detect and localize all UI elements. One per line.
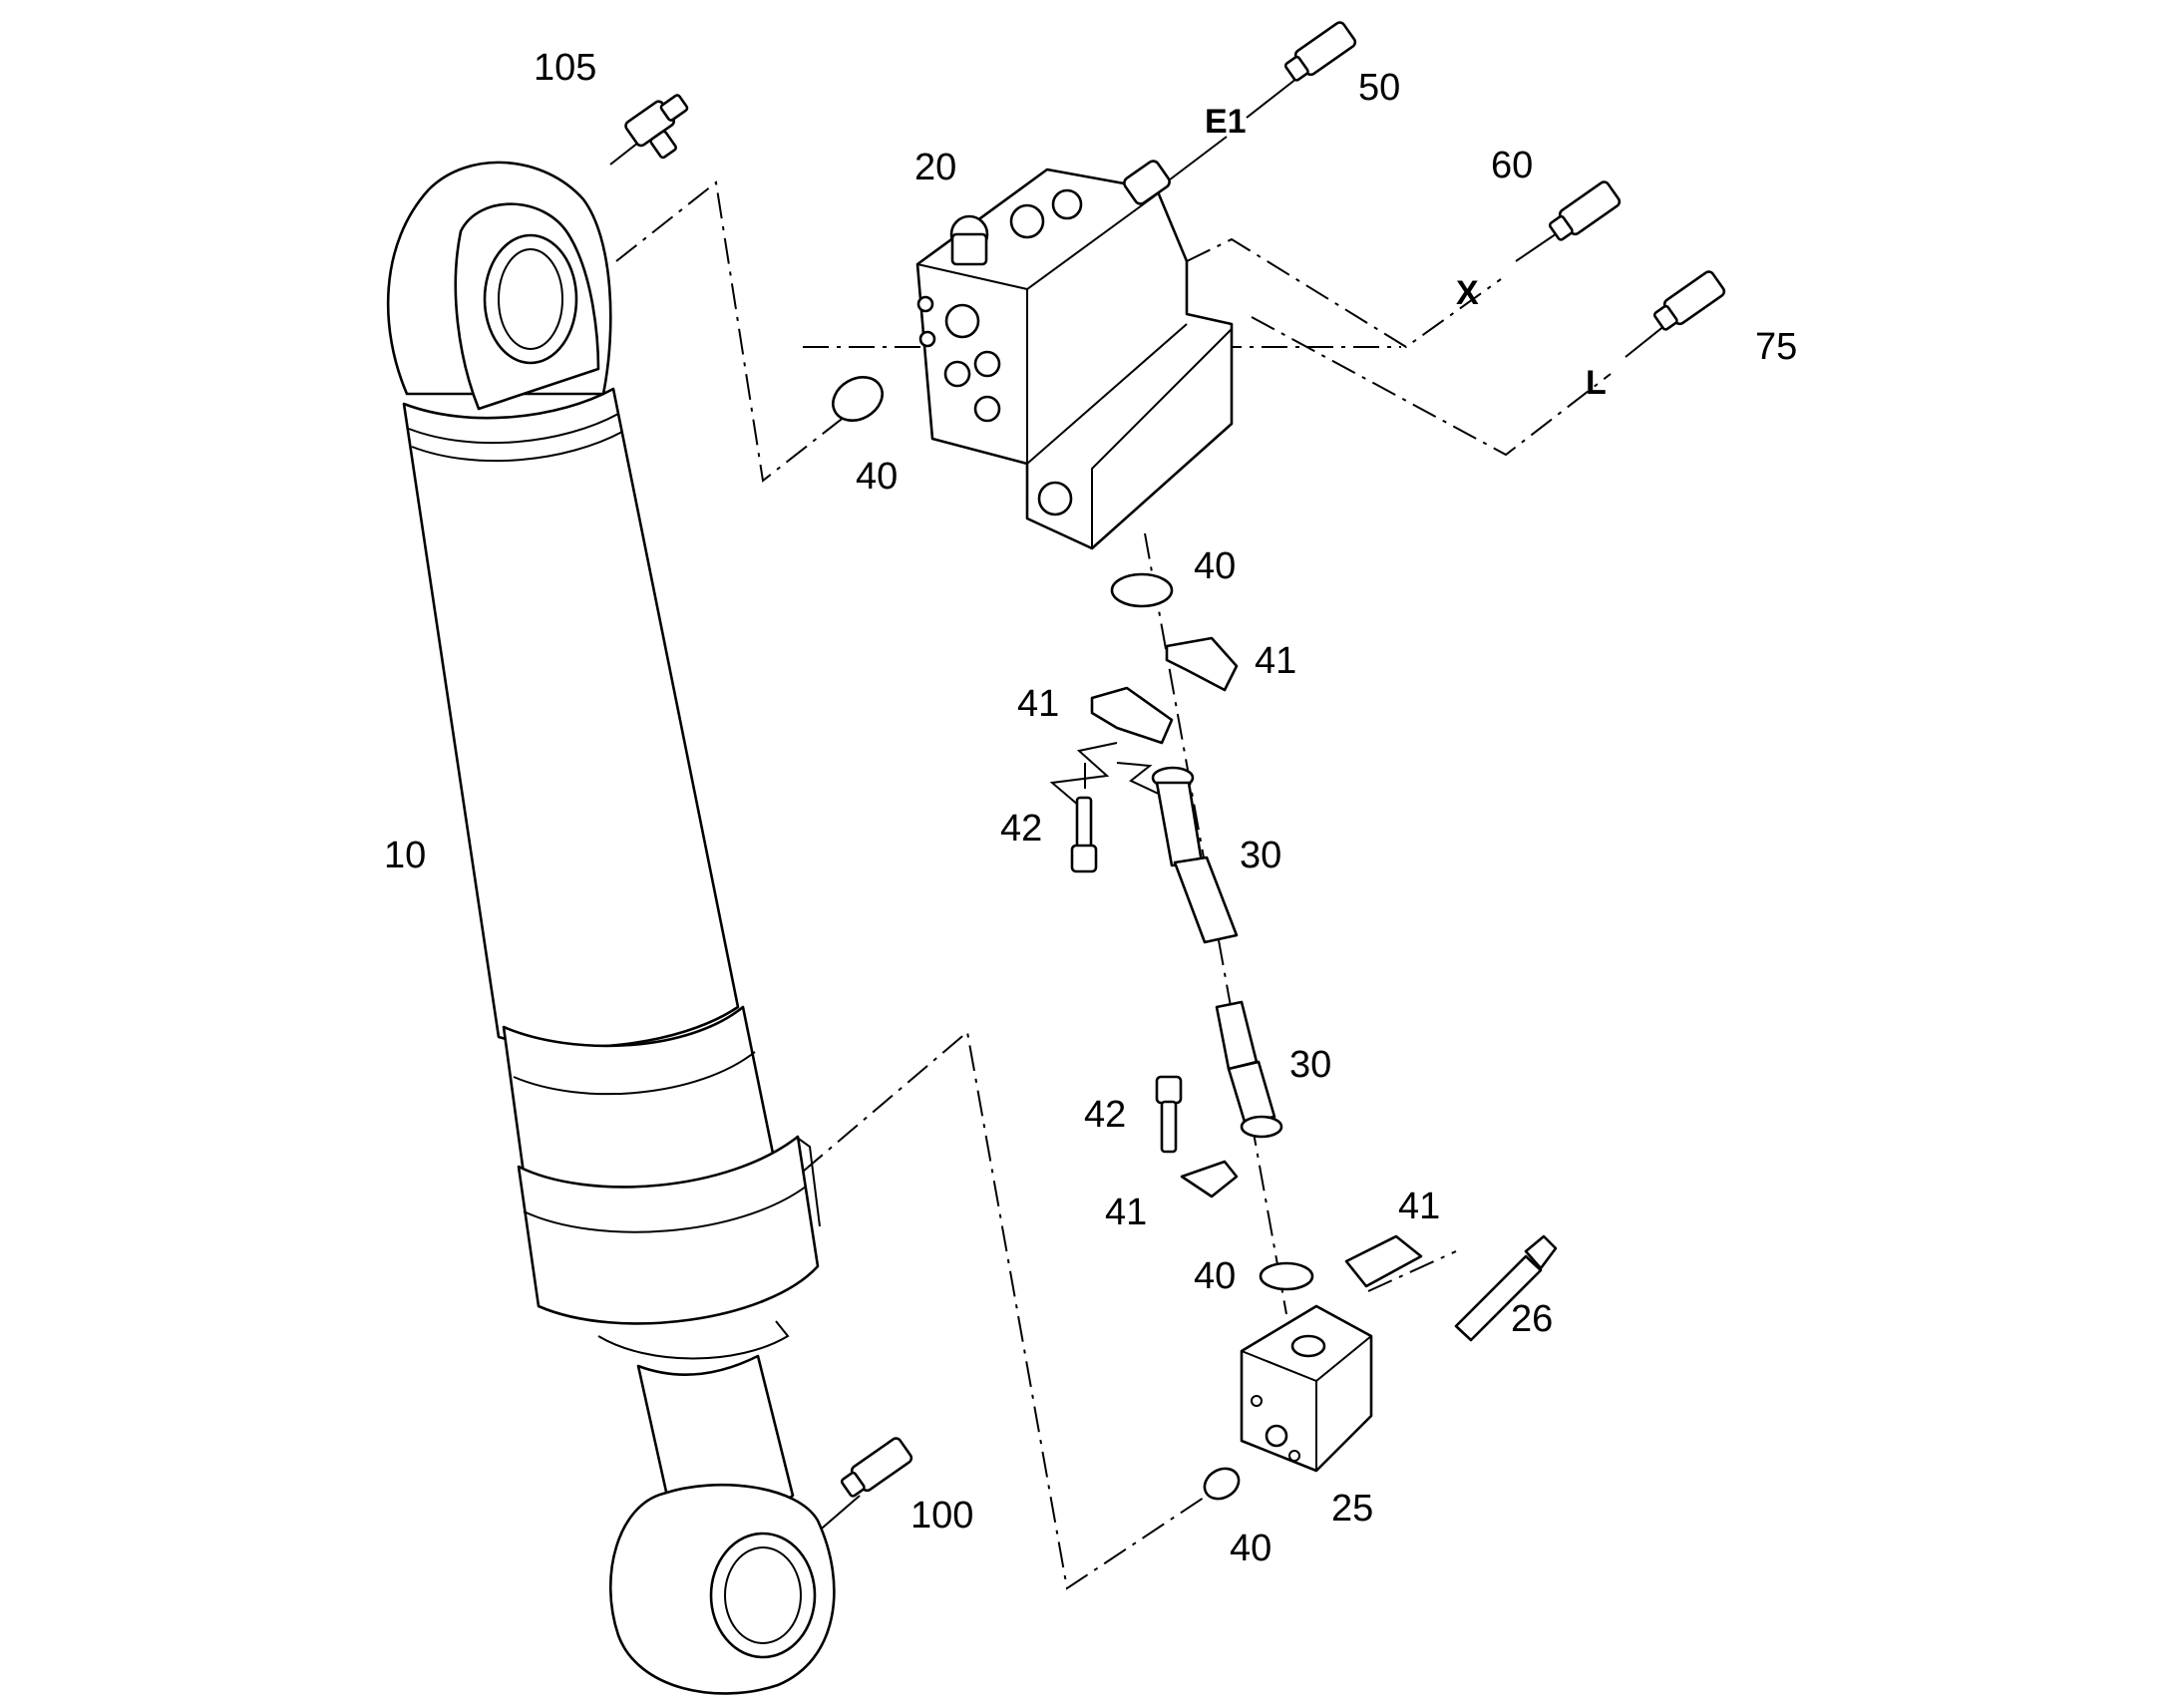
callout-30-b: 30 xyxy=(1289,1044,1331,1086)
cylinder-barrel xyxy=(402,387,740,1049)
port-labels: E1 X L xyxy=(1205,103,1607,402)
callout-40-b: 40 xyxy=(1194,545,1236,587)
adapter-block-body xyxy=(1240,1304,1373,1473)
hydraulic-cylinder xyxy=(386,161,836,1695)
callout-labels: 105 20 50 60 75 40 40 41 41 42 30 10 30 … xyxy=(384,47,1797,1569)
callout-42-a: 42 xyxy=(1000,808,1042,850)
port-label-e1: E1 xyxy=(1205,103,1247,141)
callout-10: 10 xyxy=(384,835,426,876)
port-label-x: X xyxy=(1456,274,1479,312)
flange-halves xyxy=(1090,636,1423,1288)
cylinder-top-bore xyxy=(483,233,578,365)
callout-100: 100 xyxy=(910,1495,973,1537)
o-rings xyxy=(832,376,1314,1501)
callout-60: 60 xyxy=(1491,145,1533,186)
callout-41-b: 41 xyxy=(1017,683,1059,725)
callout-41-d: 41 xyxy=(1398,1186,1440,1227)
socket-screws xyxy=(1070,796,1183,1154)
cylinder-bottom-bore xyxy=(709,1532,817,1659)
callout-41-a: 41 xyxy=(1255,640,1296,682)
callout-25: 25 xyxy=(1331,1488,1373,1530)
callout-105: 105 xyxy=(534,47,596,89)
callout-75: 75 xyxy=(1755,326,1797,368)
long-screw xyxy=(1454,1234,1558,1342)
callout-26: 26 xyxy=(1511,1298,1553,1340)
callout-40-c: 40 xyxy=(1194,1255,1236,1297)
callout-30-a: 30 xyxy=(1240,835,1281,876)
callout-40-d: 40 xyxy=(1230,1528,1272,1569)
hose-lower xyxy=(1215,1000,1283,1139)
fittings xyxy=(624,21,1726,1498)
callout-20: 20 xyxy=(914,147,956,188)
callout-41-c: 41 xyxy=(1105,1192,1147,1233)
hose-upper xyxy=(1151,766,1239,944)
valve-block xyxy=(915,160,1234,550)
callout-50: 50 xyxy=(1358,67,1400,109)
callout-40-a: 40 xyxy=(856,456,898,498)
port-label-l: L xyxy=(1586,364,1607,402)
adapter-block xyxy=(1240,1304,1373,1473)
callout-42-b: 42 xyxy=(1084,1094,1126,1136)
